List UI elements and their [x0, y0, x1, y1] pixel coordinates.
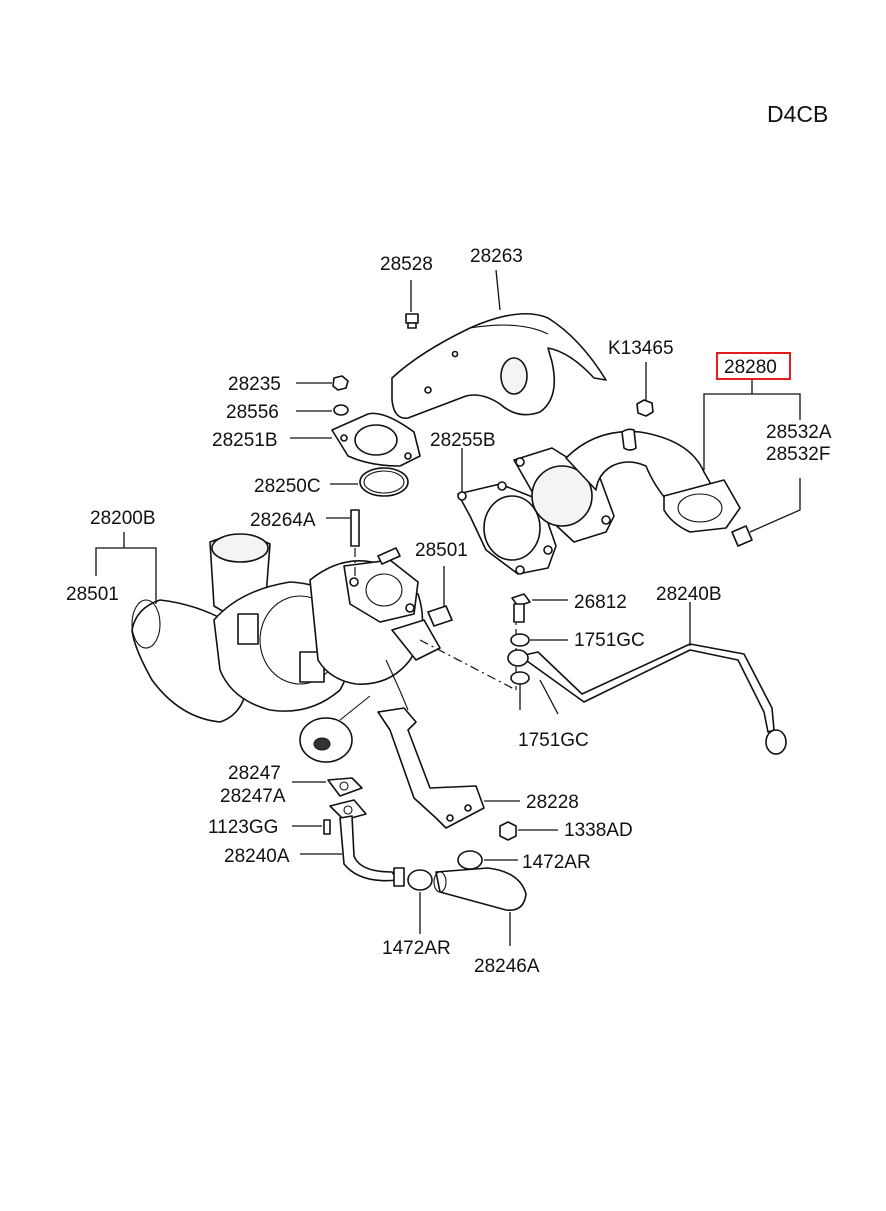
label-1472ar-bottom[interactable]: 1472AR — [382, 938, 451, 959]
gasket-28251b[interactable] — [290, 412, 421, 467]
label-26812[interactable]: 26812 — [574, 592, 627, 613]
heat-shield-28263[interactable] — [391, 313, 607, 419]
turbocharger-28200b[interactable] — [131, 533, 441, 763]
label-28528[interactable]: 28528 — [380, 254, 433, 275]
label-1123gg[interactable]: 1123GG — [208, 817, 278, 838]
engine-code: D4CB — [767, 101, 828, 127]
label-28251b[interactable]: 28251B — [212, 430, 278, 451]
stud-28501[interactable] — [377, 547, 453, 627]
washer-1751gc-top[interactable] — [510, 633, 568, 647]
label-k13465[interactable]: K13465 — [608, 338, 674, 359]
clamp-1472ar-bottom[interactable] — [407, 869, 433, 934]
label-28240b[interactable]: 28240B — [656, 584, 722, 605]
stud-28264a[interactable] — [326, 509, 360, 580]
center-line — [419, 639, 517, 691]
stud-28532[interactable] — [731, 478, 801, 547]
gasket-28247[interactable] — [292, 777, 363, 797]
label-28532f[interactable]: 28532F — [766, 444, 830, 465]
label-1338ad[interactable]: 1338AD — [564, 820, 633, 841]
label-28255b[interactable]: 28255B — [430, 430, 496, 451]
bolt-28528[interactable] — [405, 280, 419, 329]
leader-28200b — [95, 547, 157, 604]
clamp-1472ar-right[interactable] — [457, 850, 518, 870]
label-28280[interactable]: 28280 — [724, 357, 777, 378]
bolt-1123gg[interactable] — [292, 819, 331, 835]
label-28250c[interactable]: 28250C — [254, 476, 321, 497]
leader-28263 — [495, 269, 501, 311]
label-1751gc-bottom[interactable]: 1751GC — [518, 730, 589, 751]
washer-28556[interactable] — [296, 404, 349, 416]
label-28247a[interactable]: 28247A — [220, 786, 286, 807]
label-28501-right[interactable]: 28501 — [415, 540, 468, 561]
gasket-28250c[interactable] — [330, 467, 409, 497]
label-28556[interactable]: 28556 — [226, 402, 279, 423]
label-28246a[interactable]: 28246A — [474, 956, 540, 977]
label-28263[interactable]: 28263 — [470, 246, 523, 267]
label-1472ar-right[interactable]: 1472AR — [522, 852, 591, 873]
label-28532a[interactable]: 28532A — [766, 422, 832, 443]
washer-1751gc-bottom[interactable] — [510, 671, 530, 710]
bracket-28228[interactable] — [377, 707, 520, 829]
gasket-28247a[interactable] — [329, 799, 367, 821]
hose-28246a[interactable] — [433, 867, 527, 946]
label-28264a[interactable]: 28264A — [250, 510, 316, 531]
oil-pipe-28240b[interactable] — [507, 602, 787, 755]
nut-28235[interactable] — [296, 375, 349, 391]
bolt-26812[interactable] — [511, 593, 568, 623]
highlight-box — [716, 352, 791, 380]
label-28247[interactable]: 28247 — [228, 763, 281, 784]
label-1751gc-top[interactable]: 1751GC — [574, 630, 645, 651]
label-28501-left[interactable]: 28501 — [66, 584, 119, 605]
label-28200b[interactable]: 28200B — [90, 508, 156, 529]
gasket-28255b[interactable] — [457, 448, 557, 575]
oil-pipe-28240a[interactable] — [300, 815, 405, 887]
nut-k13465[interactable] — [636, 362, 654, 417]
nut-1338ad[interactable] — [499, 821, 558, 841]
label-28228[interactable]: 28228 — [526, 792, 579, 813]
label-28240a[interactable]: 28240A — [224, 846, 290, 867]
exhaust-elbow-28280[interactable] — [513, 428, 741, 543]
label-28235[interactable]: 28235 — [228, 374, 281, 395]
